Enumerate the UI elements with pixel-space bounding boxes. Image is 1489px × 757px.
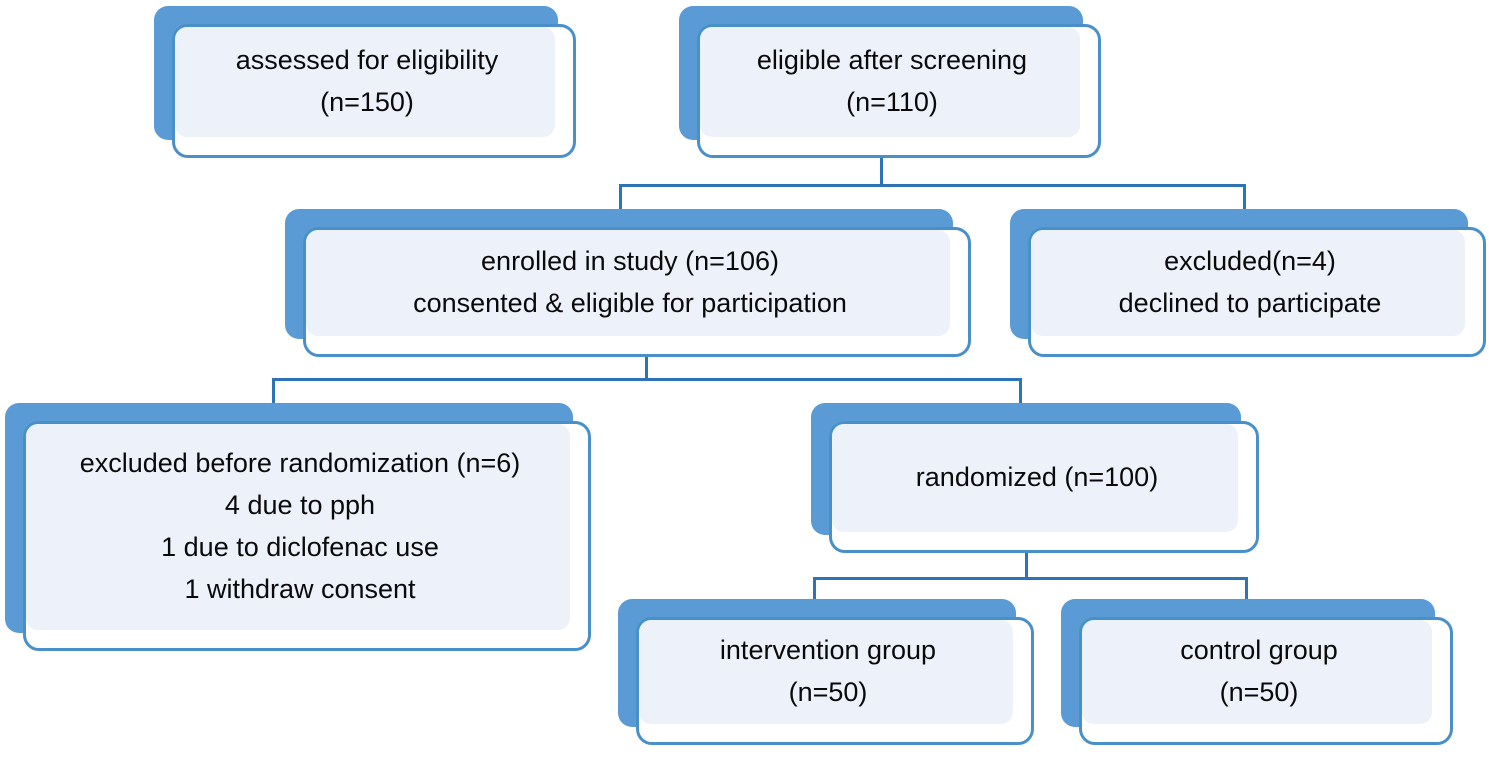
node-card <box>636 617 1034 745</box>
node-card <box>697 24 1101 158</box>
node-assessed-for-eligibility[interactable]: assessed for eligibility (n=150) <box>154 6 576 158</box>
node-inner-fill <box>832 424 1238 532</box>
connector-randomized-bus <box>813 577 1248 580</box>
node-inner-fill <box>26 424 570 630</box>
connector-eligible-bus <box>619 184 1246 187</box>
connector-randomized-stem <box>1025 553 1028 577</box>
connector-randomized-to-intervention <box>813 577 816 600</box>
node-inner-fill <box>306 230 950 336</box>
node-control-group[interactable]: control group (n=50) <box>1061 599 1453 745</box>
connector-randomized-to-control <box>1245 577 1248 600</box>
node-card <box>303 227 971 357</box>
node-inner-fill <box>1031 230 1465 336</box>
node-card <box>1079 617 1453 745</box>
connector-enrolled-bus <box>272 378 1022 381</box>
node-inner-fill <box>175 27 555 137</box>
node-card <box>23 421 591 651</box>
node-enrolled-in-study[interactable]: enrolled in study (n=106) consented & el… <box>285 209 971 357</box>
node-card <box>829 421 1259 553</box>
connector-eligible-stem <box>880 158 883 186</box>
node-card <box>1028 227 1486 357</box>
node-randomized[interactable]: randomized (n=100) <box>811 403 1259 553</box>
node-eligible-after-screening[interactable]: eligible after screening (n=110) <box>679 6 1101 158</box>
node-card <box>172 24 576 158</box>
node-excluded-declined[interactable]: excluded(n=4) declined to participate <box>1010 209 1486 357</box>
connector-enrolled-to-randomized <box>1019 378 1022 404</box>
node-inner-fill <box>639 620 1013 724</box>
connector-eligible-to-enrolled <box>619 184 622 211</box>
connector-enrolled-to-excluded6 <box>272 378 275 404</box>
connector-enrolled-stem <box>645 357 648 381</box>
connector-eligible-to-excluded4 <box>1243 184 1246 211</box>
node-intervention-group[interactable]: intervention group (n=50) <box>618 599 1034 745</box>
node-inner-fill <box>1082 620 1432 724</box>
node-excluded-before-randomization[interactable]: excluded before randomization (n=6) 4 du… <box>5 403 591 651</box>
node-inner-fill <box>700 27 1080 137</box>
